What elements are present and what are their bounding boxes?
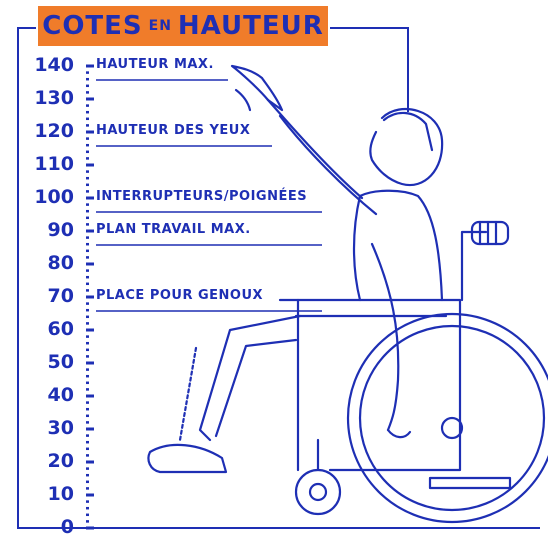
scale-label-140: 140 xyxy=(10,56,74,75)
scale-label-50: 50 xyxy=(10,353,74,372)
frame-top-right xyxy=(330,28,408,112)
scale-label-120: 120 xyxy=(10,122,74,141)
scale-label-20: 20 xyxy=(10,452,74,471)
title-word-hauteur: HAUTEUR xyxy=(178,11,324,41)
scale-label-40: 40 xyxy=(10,386,74,405)
annotation-plan-travail: PLAN TRAVAIL MAX. xyxy=(96,222,251,237)
scale-label-70: 70 xyxy=(10,287,74,306)
scale-label-10: 10 xyxy=(10,485,74,504)
annotation-hauteur-yeux: HAUTEUR DES YEUX xyxy=(96,123,250,138)
scale-label-110: 110 xyxy=(10,155,74,174)
scale-label-0: 0 xyxy=(10,518,74,537)
scale-label-60: 60 xyxy=(10,320,74,339)
title-word-en: EN xyxy=(149,18,172,34)
scale-label-130: 130 xyxy=(10,89,74,108)
annotation-place-genoux: PLACE POUR GENOUX xyxy=(96,288,263,303)
scale-label-30: 30 xyxy=(10,419,74,438)
title-banner: COTES EN HAUTEUR xyxy=(38,6,328,46)
scale-ticks xyxy=(86,66,94,528)
wheelchair-caster xyxy=(296,470,340,514)
annotation-hauteur-max: HAUTEUR MAX. xyxy=(96,57,214,72)
scale-label-80: 80 xyxy=(10,254,74,273)
title-word-cotes: COTES xyxy=(42,11,142,41)
annotation-interrupteurs: INTERRUPTEURS/POIGNÉES xyxy=(96,189,307,204)
scale-label-90: 90 xyxy=(10,221,74,240)
scale-label-100: 100 xyxy=(10,188,74,207)
